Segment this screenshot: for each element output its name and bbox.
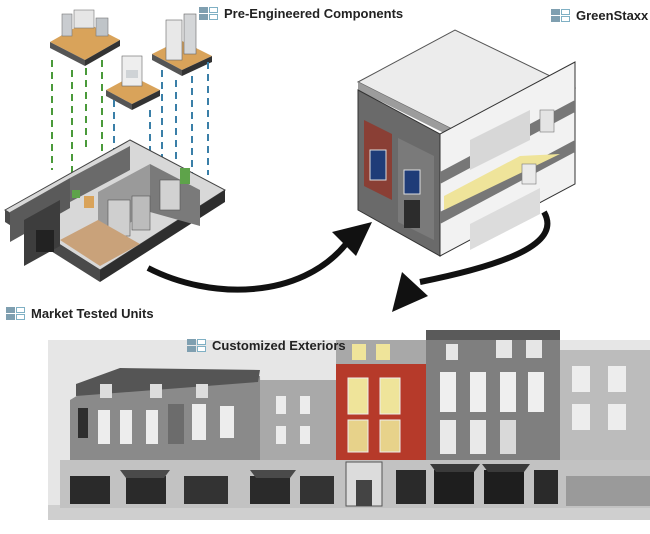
arrow-building-to-exterior (419, 210, 551, 285)
greenstaxx-building (356, 29, 577, 257)
component-module-kitchen (50, 9, 120, 66)
arrow-head-2 (392, 272, 428, 312)
grid-icon (6, 307, 26, 320)
grid-icon (187, 339, 207, 352)
pre-engineered-components-label: Pre-Engineered Components (199, 6, 403, 21)
greenstaxx-text: GreenStaxx (576, 8, 649, 23)
component-module-bath (106, 55, 160, 110)
greenstaxx-label: GreenStaxx (551, 8, 648, 23)
streetscape-photo (48, 330, 650, 520)
customized-exteriors-text: Customized Exteriors (212, 338, 346, 353)
unit-floor-plan (4, 139, 226, 282)
grid-icon (551, 9, 571, 22)
grid-icon (199, 7, 219, 20)
market-tested-units-text: Market Tested Units (31, 306, 154, 321)
market-tested-units-label: Market Tested Units (6, 306, 154, 321)
arrow-head-1 (332, 222, 372, 256)
component-module-closet (152, 13, 212, 76)
customized-exteriors-label: Customized Exteriors (187, 338, 346, 353)
arrow-plan-to-building (146, 242, 349, 293)
pre-engineered-components-text: Pre-Engineered Components (224, 6, 404, 21)
